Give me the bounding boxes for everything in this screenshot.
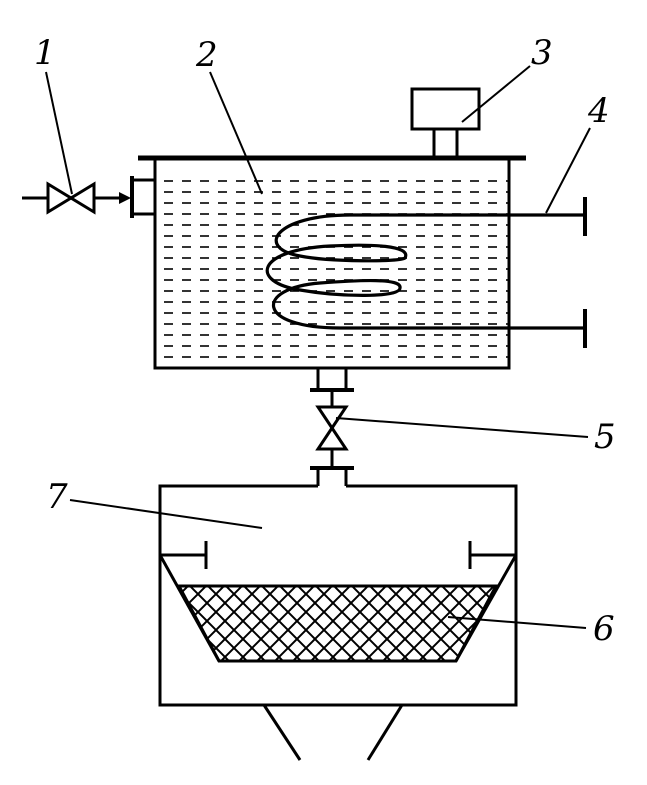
leader-lines — [45, 65, 591, 629]
top-device — [410, 87, 481, 158]
drain-valve-assembly — [310, 368, 354, 486]
heating-coil — [265, 197, 587, 348]
inlet-valve-assembly — [22, 176, 155, 218]
tank-body — [153, 158, 511, 370]
filter-mesh — [176, 584, 499, 663]
basket-wall-right — [454, 554, 518, 662]
device-box — [410, 87, 481, 131]
leader-2 — [209, 71, 263, 195]
label-top-device: 3 — [531, 33, 553, 73]
leader-1 — [45, 71, 73, 195]
leader-4 — [545, 127, 591, 214]
basket-wall-left — [158, 554, 221, 662]
coil-path — [265, 213, 585, 330]
upper-tank — [138, 155, 526, 370]
label-lower-chamber: 7 — [46, 477, 68, 517]
filter-basket — [158, 541, 518, 663]
label-inlet-valve: 1 — [34, 33, 56, 73]
chamber-body — [158, 484, 518, 707]
label-drain-valve: 5 — [594, 417, 616, 457]
inlet-valve-left-triangle — [46, 181, 74, 215]
drain-valve-lower-triangle — [315, 425, 349, 451]
label-heating-coil: 4 — [587, 91, 610, 131]
label-liquid-tank: 2 — [195, 35, 218, 75]
chamber-outlet-left — [262, 704, 302, 761]
chamber-outlet-right — [366, 704, 404, 761]
leader-7 — [69, 499, 263, 529]
inlet-arrow-head — [119, 192, 131, 204]
leader-3 — [461, 65, 531, 123]
leader-6 — [447, 616, 587, 629]
label-filter-mesh: 6 — [593, 609, 615, 649]
labels: 1 2 3 4 5 6 7 — [34, 33, 616, 649]
inlet-valve-right-triangle — [68, 181, 96, 215]
leader-5 — [335, 417, 589, 438]
tank-liquid — [155, 172, 509, 366]
lower-chamber — [158, 484, 518, 761]
